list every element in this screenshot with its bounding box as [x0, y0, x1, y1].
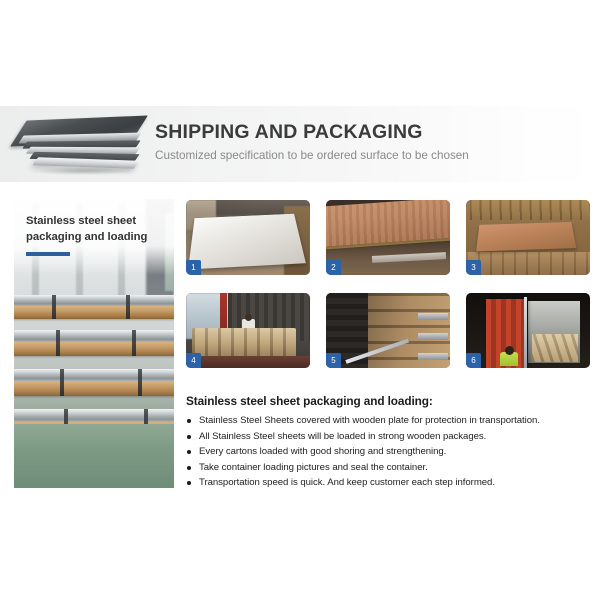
thumbnail-badge-3: 3: [466, 260, 481, 275]
panel-caption-overlay: Stainless steel sheet packaging and load…: [14, 199, 174, 275]
list-item-text: Take container loading pictures and seal…: [199, 461, 428, 473]
panel-caption-text: Stainless steel sheet packaging and load…: [26, 215, 148, 243]
thumbnail-4[interactable]: 4: [186, 293, 310, 368]
thumbnail-badge-6: 6: [466, 353, 481, 368]
bullet-dot-icon: [187, 481, 191, 486]
bullet-dot-icon: [187, 465, 191, 470]
left-photo-panel: Stainless steel sheet packaging and load…: [14, 199, 174, 488]
thumbnail-badge-4: 4: [186, 353, 201, 368]
thumbnail-1[interactable]: 1: [186, 200, 310, 275]
list-item-text: Transportation speed is quick. And keep …: [199, 477, 495, 489]
feature-list: Stainless Steel Sheets covered with wood…: [186, 413, 590, 491]
list-item: Take container loading pictures and seal…: [186, 460, 590, 476]
accent-bar: [26, 252, 70, 256]
thumbnail-5[interactable]: 5: [326, 293, 450, 368]
thumbnail-badge-5: 5: [326, 353, 341, 368]
list-item: Stainless Steel Sheets covered with wood…: [186, 413, 590, 429]
page-title: SHIPPING AND PACKAGING: [155, 121, 423, 143]
header-banner: SHIPPING AND PACKAGING Customized specif…: [0, 106, 600, 182]
thumbnail-image-5: [326, 293, 450, 368]
thumbnail-2[interactable]: 2: [326, 200, 450, 275]
thumbnail-image-4: [186, 293, 310, 368]
list-item-text: Stainless Steel Sheets covered with wood…: [199, 415, 540, 426]
thumbnail-3[interactable]: 3: [466, 200, 590, 275]
details-heading: Stainless steel sheet packaging and load…: [186, 394, 433, 408]
thumbnail-badge-2: 2: [326, 260, 341, 275]
steel-sheets-icon: [8, 112, 154, 178]
thumbnail-image-3: [466, 200, 590, 275]
bullet-dot-icon: [187, 450, 191, 455]
list-item: Transportation speed is quick. And keep …: [186, 475, 590, 491]
list-item: All Stainless Steel sheets will be loade…: [186, 429, 590, 445]
thumbnail-gallery: 1 2 3: [186, 200, 590, 368]
thumbnail-badge-1: 1: [186, 260, 201, 275]
header-text-block: SHIPPING AND PACKAGING Customized specif…: [155, 120, 592, 164]
bullet-dot-icon: [187, 434, 191, 439]
page-subtitle: Customized specification to be ordered s…: [155, 149, 469, 162]
list-item-text: Every cartons loaded with good shoring a…: [199, 446, 447, 458]
thumbnail-image-1: [186, 200, 310, 275]
thumbnail-image-2: [326, 200, 450, 275]
bullet-dot-icon: [187, 419, 191, 423]
details-section: Stainless steel sheet packaging and load…: [186, 393, 590, 491]
list-item-text: All Stainless Steel sheets will be loade…: [199, 430, 487, 442]
thumbnail-6[interactable]: 6: [466, 293, 590, 368]
thumbnail-image-6: [466, 293, 590, 368]
list-item: Every cartons loaded with good shoring a…: [186, 444, 590, 460]
